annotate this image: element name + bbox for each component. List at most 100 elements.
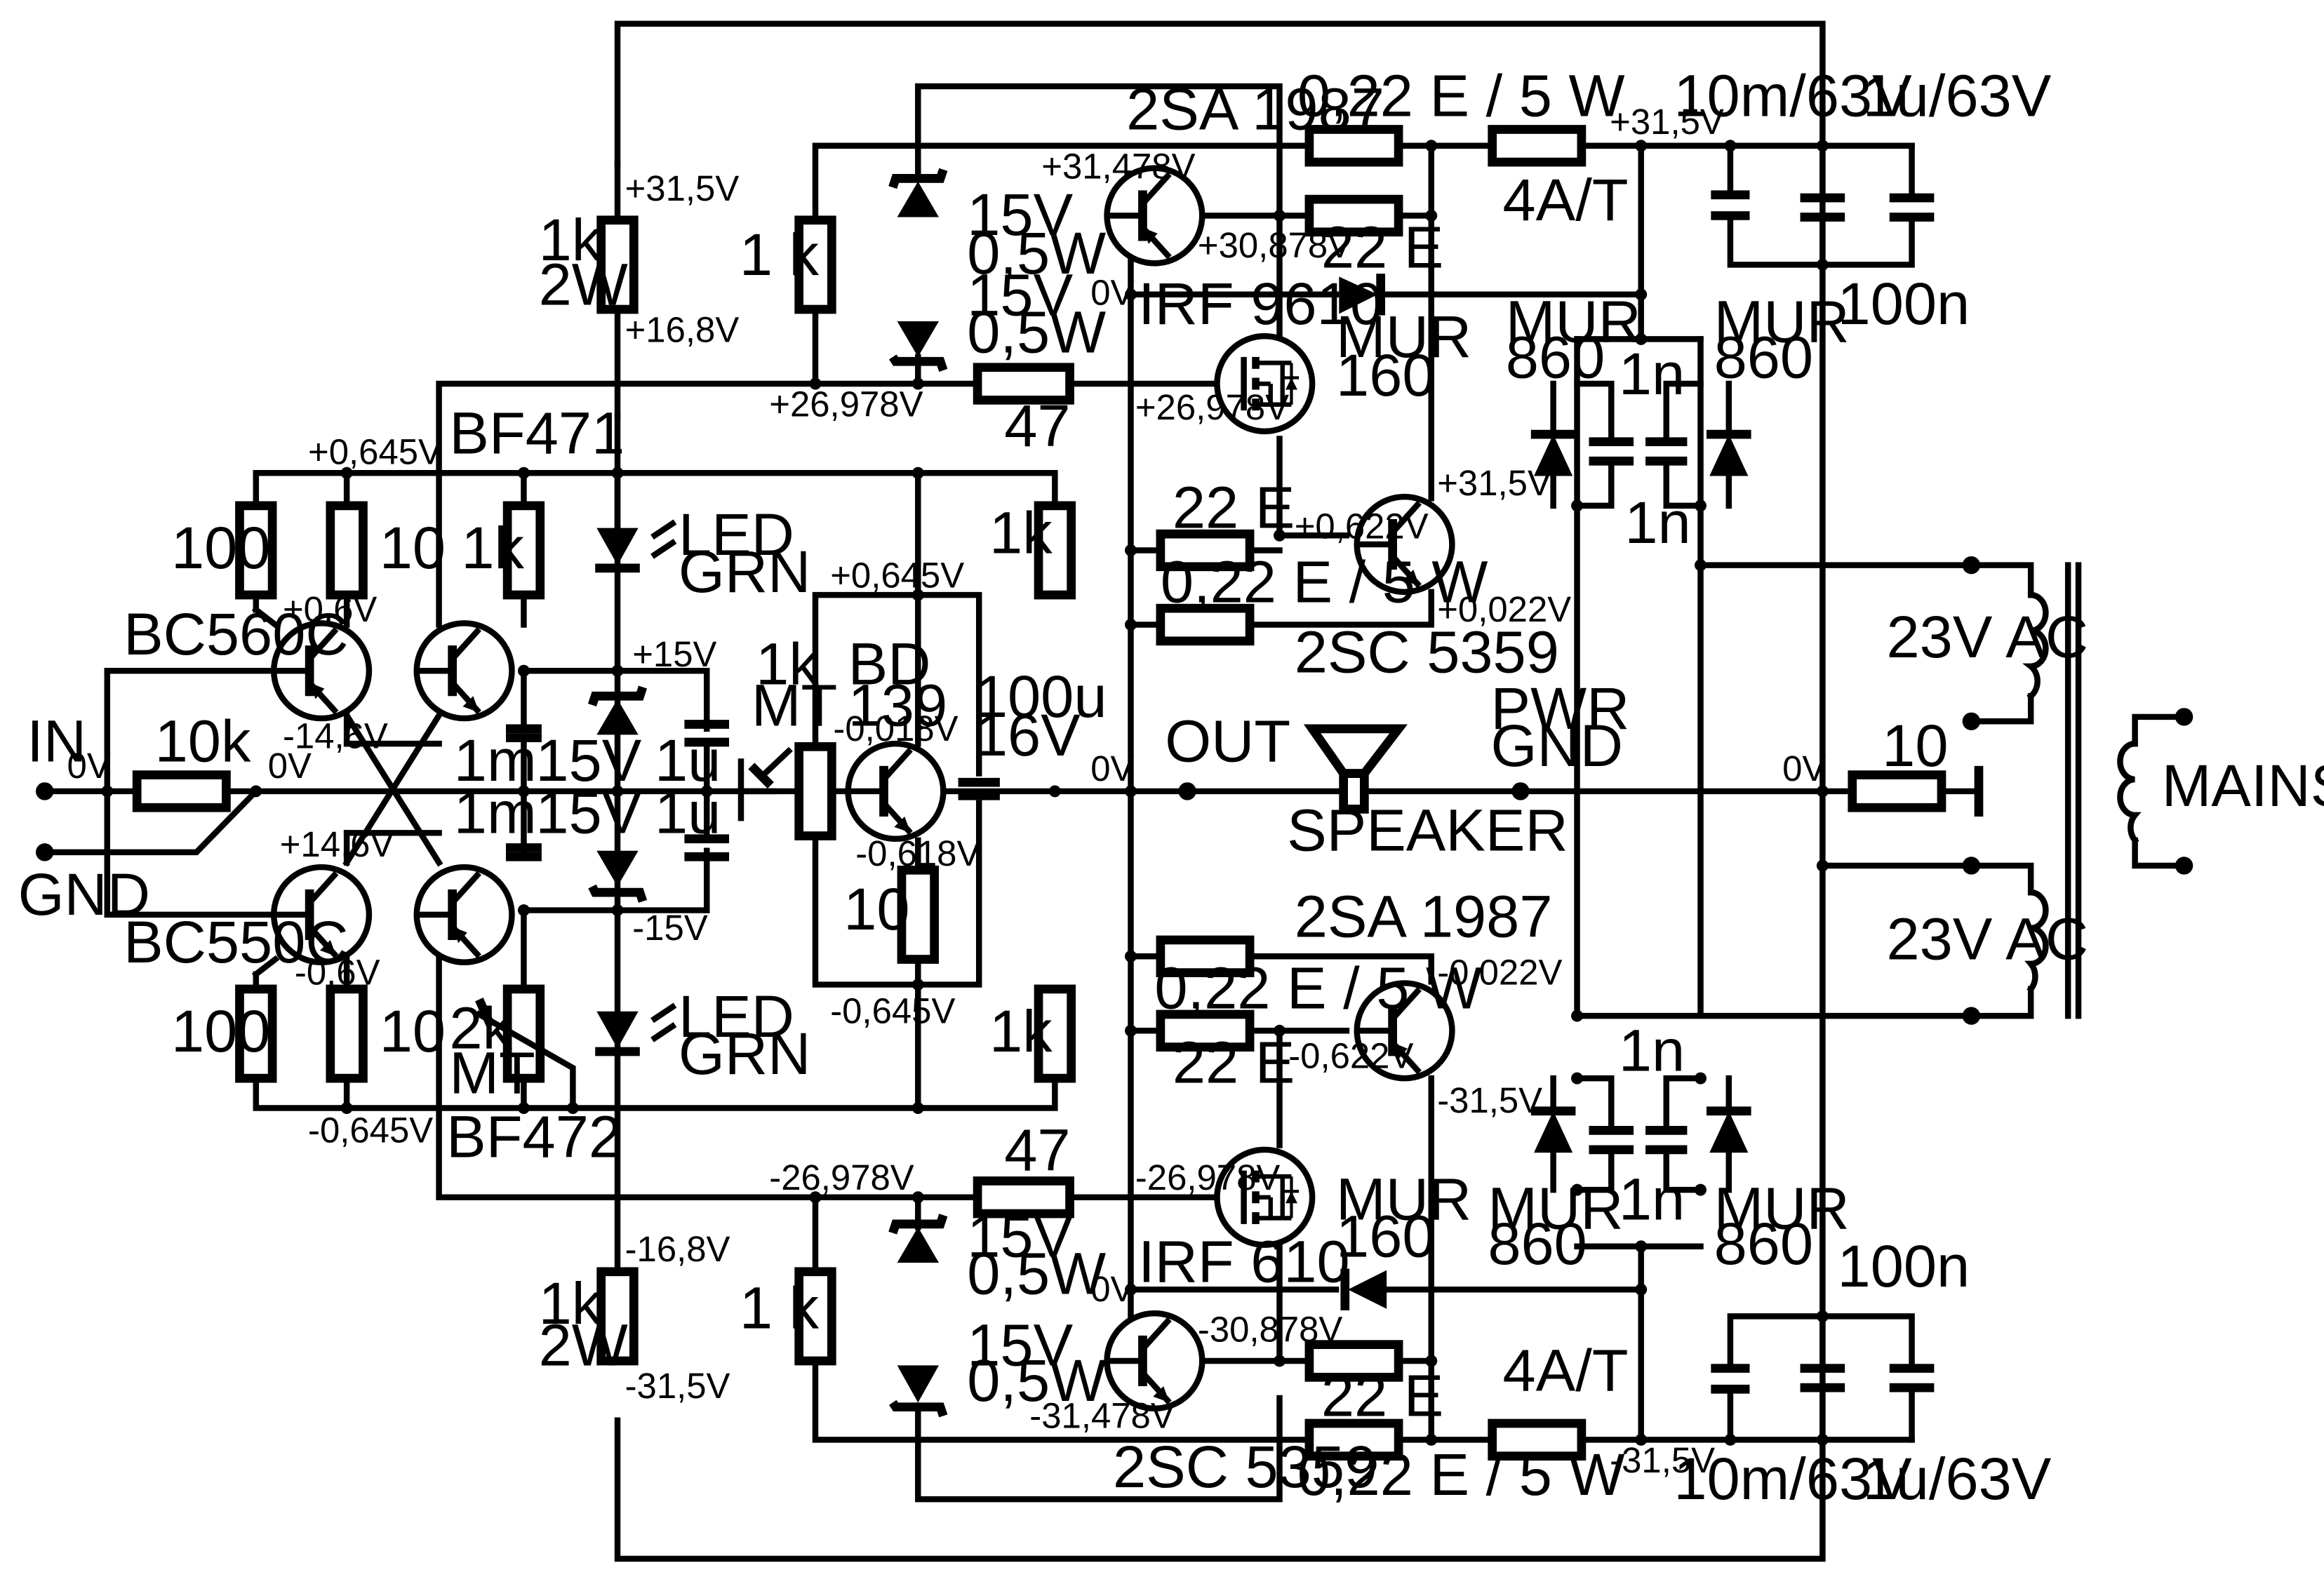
v-m26978-gate: -26,978V xyxy=(769,1157,914,1197)
v-m26978-mos: -26,978V xyxy=(1135,1157,1281,1197)
label-r22e-top: 22 E xyxy=(1321,214,1443,281)
v-p146: +14,6V xyxy=(280,824,394,864)
speaker-and-coils xyxy=(1303,591,2142,993)
label-2sc5359-bot: 2SC 5359 xyxy=(1113,1433,1377,1500)
label-bf472: BF472 xyxy=(446,1103,622,1170)
label-2sa1987-bot: 2SA 1987 xyxy=(1295,883,1553,950)
label-r22e-bot: 22 E xyxy=(1321,1362,1443,1428)
label-r47-top: 47 xyxy=(1004,392,1070,459)
label-speaker: SPEAKER xyxy=(1287,797,1568,864)
label-2sa1987-top: 2SA 1987 xyxy=(1126,75,1384,142)
label-r1k-drv-bot: 1 k xyxy=(740,1274,820,1341)
v-m0622: -0,622V xyxy=(1288,1035,1413,1075)
label-r10-bias: 10 xyxy=(843,875,909,942)
label-1n-c: 1n xyxy=(1619,1017,1685,1084)
v-bd-p0645: +0,645V xyxy=(830,555,964,595)
label-16v: 16V xyxy=(975,702,1081,768)
label-z15v-4: 15V xyxy=(967,1311,1073,1378)
label-z15v-bot: 15V xyxy=(535,779,641,845)
label-r022-bot: 0,22 E / 5 W xyxy=(1297,1441,1625,1508)
label-2sc5359-top: 2SC 5359 xyxy=(1295,618,1559,685)
v-p0022: +0,022V xyxy=(1437,589,1571,629)
label-mur160-top-a: MUR xyxy=(1336,303,1471,370)
label-z05w-4: 0,5W xyxy=(967,1347,1106,1414)
v-p06: +0,6V xyxy=(283,589,377,629)
label-r22e-mid-bot: 22 E xyxy=(1173,1028,1295,1095)
label-r1k-top: 1k xyxy=(539,206,602,273)
label-r022-mid-bot: 0,22 E / 5 W xyxy=(1154,954,1482,1021)
label-r1k-right-top: 1k xyxy=(989,499,1053,566)
label-r1k-drv-top: 1 k xyxy=(740,221,820,288)
v-pwr-gnd: 0V xyxy=(1782,749,1826,788)
label-10m63-bot: 10m/63V xyxy=(1674,1445,1912,1512)
label-led-bot-a: LED xyxy=(679,983,794,1049)
label-irf610: IRF 610 xyxy=(1138,1228,1350,1295)
label-r100-bot: 100 xyxy=(171,998,270,1064)
label-1k-mt-b: MT xyxy=(752,672,837,739)
label-c1u-bot: 1u xyxy=(655,779,721,845)
v-m0018: -0,018V xyxy=(833,709,958,749)
v-m146: -14,6V xyxy=(283,716,388,756)
v-p30878: +30,878V xyxy=(1198,225,1351,265)
label-irf9610: IRF 9610 xyxy=(1138,270,1383,337)
label-r47-bot: 47 xyxy=(1004,1117,1070,1183)
v-rail-bot: -31,5V xyxy=(625,1366,730,1406)
label-1n-d: 1n xyxy=(1619,1166,1685,1233)
v-out: 0V xyxy=(1090,749,1134,788)
label-r1k-bf471: 1k xyxy=(461,514,524,581)
v-bd-m0645: -0,645V xyxy=(830,991,955,1031)
label-bc560c: BC560C xyxy=(123,600,349,667)
label-23vac-bot: 23V AC xyxy=(1887,906,2089,972)
label-mur160-top-b: 160 xyxy=(1336,342,1435,408)
label-2w-bot: 2W xyxy=(539,1311,628,1378)
label-mur860-b4: 860 xyxy=(1714,1210,1813,1277)
label-r022-mid-top: 0,22 E / 5 W xyxy=(1161,549,1488,615)
label-mains: MAINS AC xyxy=(2162,752,2324,819)
label-2k: 2k xyxy=(449,995,512,1061)
junction-dots xyxy=(36,140,2193,1446)
label-r1k-bot: 1k xyxy=(539,1270,602,1336)
v-diff: 0V xyxy=(268,746,312,786)
label-z15v-3: 15V xyxy=(967,1203,1073,1270)
v-rail-top: +31,5V xyxy=(625,168,740,208)
label-10m63-top: 10m/63V xyxy=(1674,62,1912,128)
label-z15v-1: 15V xyxy=(967,181,1073,248)
resistors xyxy=(132,125,1946,1461)
label-1n-b: 1n xyxy=(1624,489,1690,556)
voltage-labels: 0V 0V +31,5V +16,8V -16,8V -31,5V +0,645… xyxy=(67,102,1827,1480)
label-mur160-bot-b: 160 xyxy=(1336,1203,1435,1270)
label-c1m-bot: 1m xyxy=(454,779,537,845)
v-p31478: +31,478V xyxy=(1041,146,1195,186)
v-0-top: 0V xyxy=(1090,273,1134,313)
v-in: 0V xyxy=(67,746,111,786)
v-p315-npn: +31,5V xyxy=(1437,463,1551,503)
label-pwr-gnd: GND xyxy=(1491,712,1623,779)
label-r10-bot: 10 xyxy=(380,998,446,1064)
label-z15v-2: 15V xyxy=(967,261,1073,328)
label-fuse-bot: 4A/T xyxy=(1503,1336,1629,1403)
label-23vac-top: 23V AC xyxy=(1887,603,2089,670)
label-2k-mt: MT xyxy=(449,1039,535,1106)
label-mur860-a3: MUR xyxy=(1488,1174,1623,1241)
label-r22e-mid-top: 22 E xyxy=(1173,474,1295,541)
label-bf471: BF471 xyxy=(449,400,625,467)
v-p26978-gate: +26,978V xyxy=(769,384,923,424)
component-labels: IN GND 10k 100 10 100 10 BC560C BC550C B… xyxy=(18,62,2324,1512)
label-c1u-top: 1u xyxy=(655,727,721,793)
v-m0618: -0,618V xyxy=(855,833,980,873)
label-r1k-right-bot: 1k xyxy=(989,998,1053,1064)
label-r022-top: 0,22 E / 5 W xyxy=(1297,62,1625,128)
label-bd139: 139 xyxy=(848,672,947,739)
label-mur860-a4: MUR xyxy=(1714,1174,1850,1241)
v-0-bot: 0V xyxy=(1090,1269,1134,1309)
label-z05w-2: 0,5W xyxy=(967,298,1106,365)
label-led-top-a: LED xyxy=(679,501,794,568)
v-supply-top: +31,5V xyxy=(1610,102,1724,142)
v-m0022: -0,022V xyxy=(1437,953,1562,993)
label-mur860-b1: 860 xyxy=(1506,324,1605,391)
label-out: OUT xyxy=(1165,708,1290,774)
label-mur860-a1: MUR xyxy=(1506,288,1641,355)
label-c1m-top: 1m xyxy=(454,727,537,793)
label-100n-bot: 100n xyxy=(1838,1233,1970,1299)
